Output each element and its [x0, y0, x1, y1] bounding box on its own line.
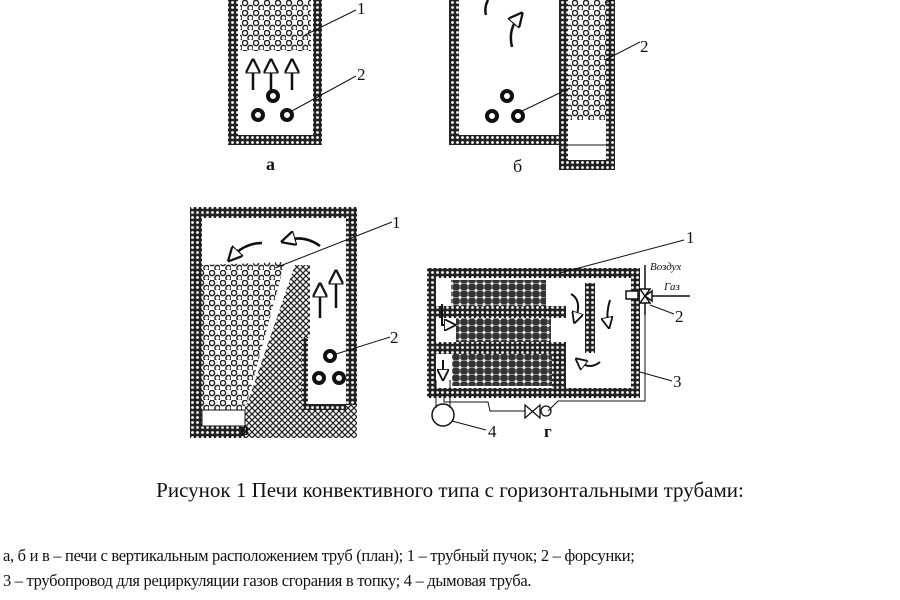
figure-caption: Рисунок 1 Печи конвективного типа с гори… [156, 478, 744, 502]
panel-a: 1 2 а [228, 0, 366, 174]
panel-v: 1 2 в [190, 207, 401, 439]
legend-line-1: а, б и в – печи с вертикальным расположе… [3, 546, 635, 565]
callout-2: 2 [640, 37, 649, 56]
callout-3: 3 [673, 372, 682, 391]
air-label: Воздух [650, 261, 681, 273]
furnace-diagram: 1 2 а 2 б [190, 0, 695, 441]
callout-1: 1 [357, 0, 366, 18]
callout-2: 2 [390, 328, 399, 347]
panel-letter: б [513, 156, 522, 176]
callout-2: 2 [675, 307, 684, 326]
panel-b: 2 б [449, 0, 649, 176]
callout-4: 4 [488, 422, 497, 441]
burner-icon [251, 89, 294, 122]
panel-g: 1 2 3 4 г Воздух Газ [427, 228, 695, 441]
callout-1: 1 [686, 228, 695, 247]
gas-label: Газ [663, 281, 680, 293]
panel-letter: а [266, 154, 275, 174]
burner-nozzle-icon [625, 265, 690, 315]
valve-icon [524, 403, 541, 420]
panel-letter: г [544, 422, 552, 441]
callout-2: 2 [357, 65, 366, 84]
panel-letter: в [240, 420, 249, 439]
callout-1: 1 [392, 213, 401, 232]
legend-line-2: 3 – трубопровод для рециркуляции газов с… [3, 571, 532, 590]
